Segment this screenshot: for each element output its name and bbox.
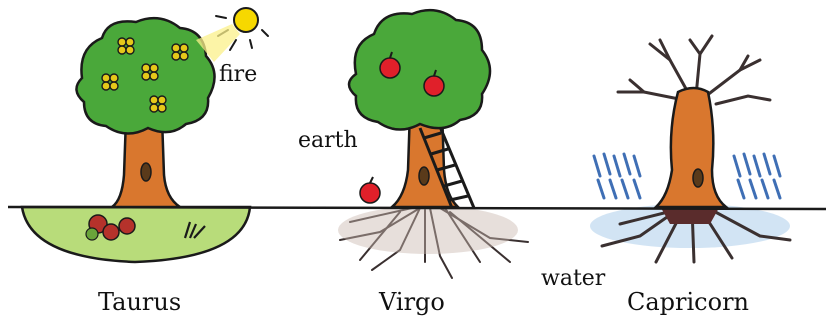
virgo-tree — [338, 10, 528, 278]
fallen-apple — [360, 177, 380, 203]
rain-left-icon — [594, 154, 640, 198]
taurus-trunk-knot — [141, 163, 151, 181]
tree-name-capricorn: Capricorn — [627, 288, 749, 316]
tree-name-taurus: Taurus — [98, 288, 181, 316]
label-water: water — [541, 266, 605, 291]
capricorn-tree — [590, 36, 790, 262]
label-earth: earth — [298, 128, 358, 153]
capricorn-trunk — [656, 88, 726, 207]
rain-right-icon — [734, 154, 780, 198]
label-fire: fire — [219, 62, 257, 87]
tree-name-virgo: Virgo — [379, 288, 445, 316]
taurus-grass-mound — [22, 207, 250, 262]
taurus-tree — [22, 8, 268, 262]
virgo-canopy — [349, 10, 490, 129]
